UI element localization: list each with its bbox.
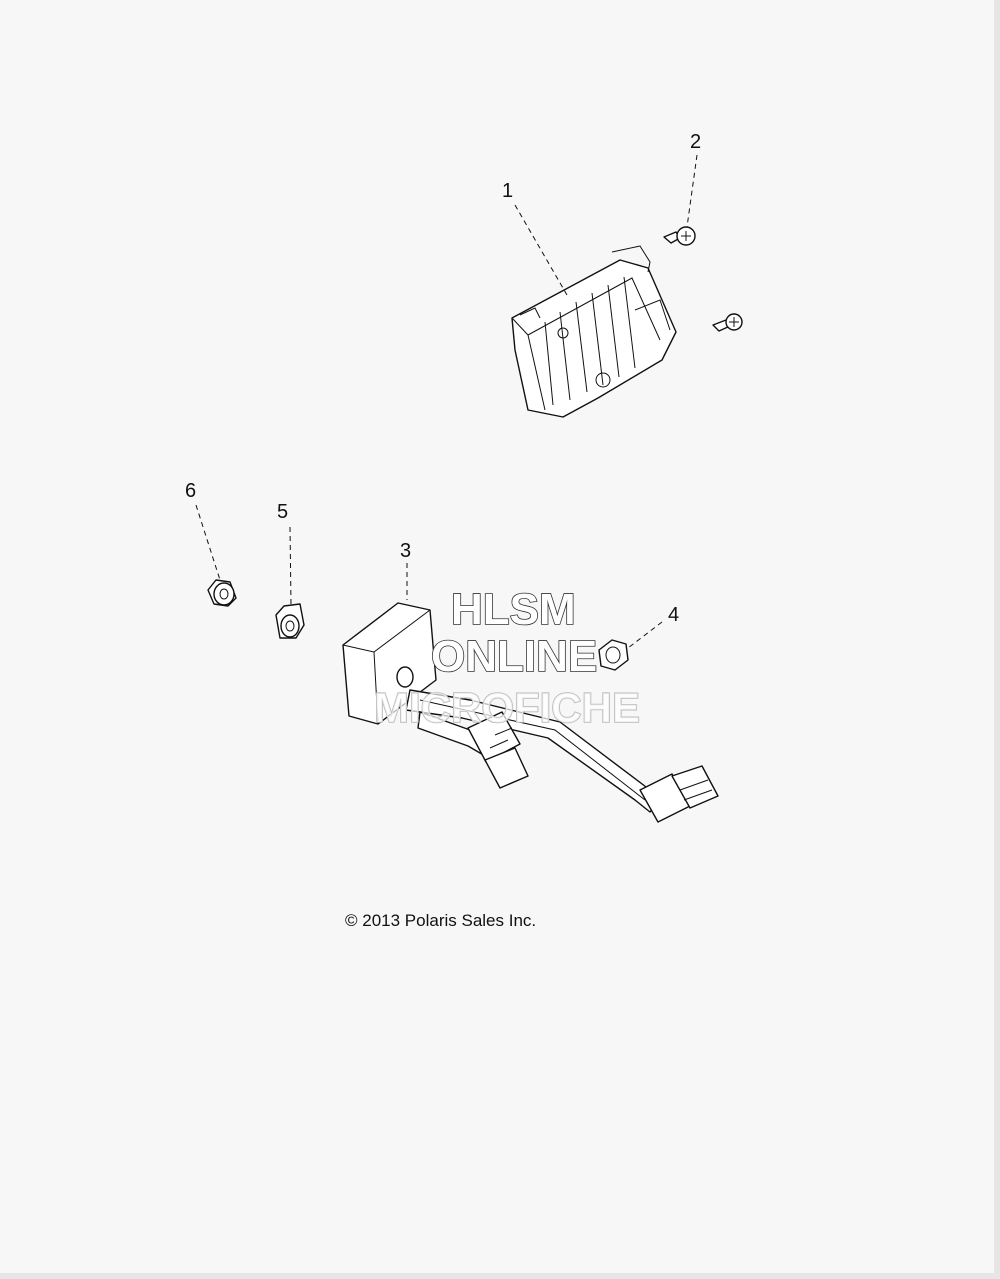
callout-labels: 1 2 3 4 5 6 <box>185 131 701 626</box>
callout-4: 4 <box>668 604 679 626</box>
watermark-line-1: HLSM <box>451 585 576 634</box>
leader-lines <box>195 154 698 649</box>
watermark: HLSM ONLINE MICROFICHE <box>373 584 641 732</box>
copyright-notice: © 2013 Polaris Sales Inc. <box>345 911 537 930</box>
watermark-line-3: MICROFICHE <box>374 684 640 731</box>
screw-part <box>663 226 743 332</box>
grommet-part <box>207 579 237 607</box>
watermark-line-2: ONLINE <box>431 632 597 681</box>
callout-1: 1 <box>502 180 513 202</box>
regulator-part <box>511 245 677 418</box>
nut-part <box>598 639 629 671</box>
callout-5: 5 <box>277 501 288 523</box>
callout-2: 2 <box>690 131 701 153</box>
module-harness-part <box>342 602 719 823</box>
callout-6: 6 <box>185 480 196 502</box>
spacer-part <box>275 603 305 639</box>
callout-3: 3 <box>400 540 411 562</box>
